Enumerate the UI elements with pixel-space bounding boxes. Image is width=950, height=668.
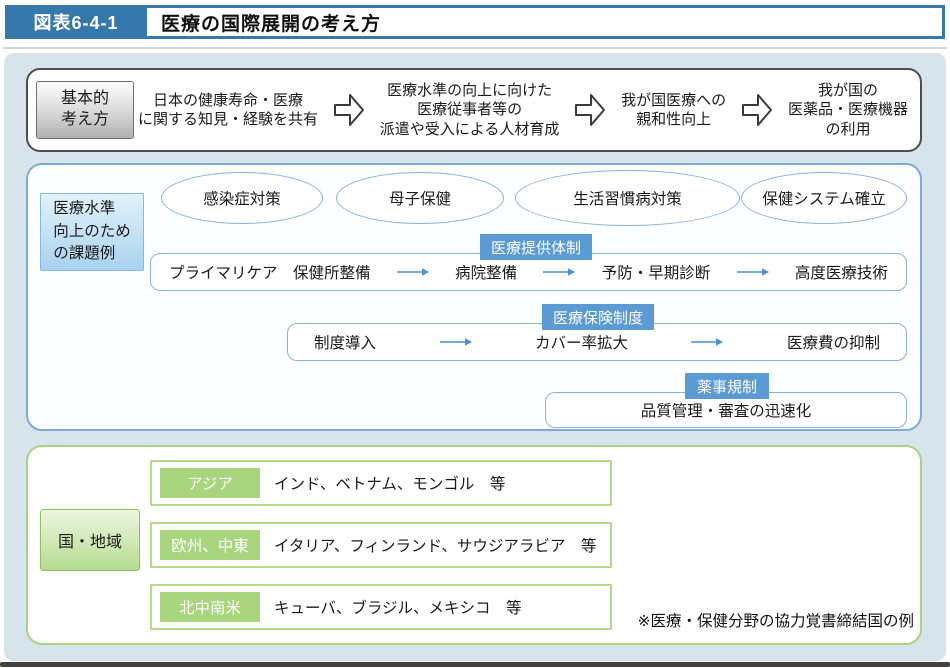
footnote: ※医療・保健分野の協力覚書締結国の例 (637, 613, 915, 630)
challenge-topic: 生活習慣病対策 (515, 170, 740, 226)
basic-approach-box: 基本的 考え方 日本の健康寿命・医療 に関する知見・経験を共有 医療水準の向上に… (26, 68, 922, 152)
flow-step: 医療水準の向上に向けた 医療従事者等の 派遣や受入による人材育成 (379, 81, 560, 138)
region-tag: アジア (160, 468, 260, 498)
header-divider (3, 47, 947, 49)
flow-step: 我が国医療への 親和性向上 (621, 91, 727, 129)
challenge-topic: 感染症対策 (161, 172, 323, 224)
basic-approach-flow: 日本の健康寿命・医療 に関する知見・経験を共有 医療水準の向上に向けた 医療従事… (134, 81, 908, 140)
row-item: 高度医療技術 (794, 265, 888, 282)
regions-box: 国・地域 アジア インド、ベトナム、モンゴル 等 欧州、中東 イタリア、フィンラ… (26, 445, 922, 645)
category-tag-medical-insurance: 医療保険制度 (542, 304, 654, 330)
block-arrow-icon (333, 90, 365, 130)
right-arrow-icon (736, 267, 770, 277)
region-countries: キューバ、ブラジル、メキシコ 等 (274, 600, 522, 617)
row-item: 病院整備 (455, 265, 518, 282)
figure-header-bar: 図表6-4-1 医療の国際展開の考え方 (5, 5, 945, 39)
right-arrow-icon (690, 337, 724, 347)
figure-title: 医療の国際展開の考え方 (147, 8, 942, 36)
basic-approach-label: 基本的 考え方 (36, 81, 134, 139)
row-item: 医療費の抑制 (786, 335, 880, 352)
region-row-asia: アジア インド、ベトナム、モンゴル 等 (150, 460, 612, 506)
right-arrow-icon (396, 267, 430, 277)
row-item: 制度導入 (314, 335, 377, 352)
right-arrow-icon (439, 337, 473, 347)
figure-number-label: 図表6-4-1 (33, 13, 119, 33)
block-arrow-icon (574, 90, 606, 130)
row-item: プライマリケア 保健所整備 (169, 265, 371, 282)
challenge-topic: 母子保健 (336, 172, 504, 224)
category-tag-pharma-regulation: 薬事規制 (685, 373, 769, 399)
flow-step: 日本の健康寿命・医療 に関する知見・経験を共有 (138, 91, 319, 129)
regions-label: 国・地域 (40, 509, 140, 571)
page-bottom-rule (0, 662, 950, 667)
challenge-topic: 保健システム確立 (741, 172, 907, 224)
challenges-box: 医療水準 向上のため の課題例 感染症対策 母子保健 生活習慣病対策 保健システ… (26, 163, 922, 431)
region-countries: イタリア、フィンランド、サウジアラビア 等 (274, 538, 597, 555)
flow-step: 我が国の 医薬品・医療機器 の利用 (787, 81, 908, 138)
region-row-americas: 北中南米 キューバ、ブラジル、メキシコ 等 (150, 584, 612, 630)
right-arrow-icon (542, 267, 576, 277)
region-tag: 欧州、中東 (160, 530, 260, 560)
row-item: カバー率拡大 (534, 335, 628, 352)
region-tag: 北中南米 (160, 592, 260, 622)
block-arrow-icon (741, 90, 773, 130)
region-countries: インド、ベトナム、モンゴル 等 (274, 476, 506, 493)
row-item: 品質管理・審査の迅速化 (640, 403, 812, 420)
region-row-europe-middleeast: 欧州、中東 イタリア、フィンランド、サウジアラビア 等 (150, 522, 612, 568)
category-tag-medical-provision: 医療提供体制 (480, 234, 592, 260)
row-item: 予防・早期診断 (601, 265, 711, 282)
challenges-label: 医療水準 向上のため の課題例 (40, 193, 144, 271)
